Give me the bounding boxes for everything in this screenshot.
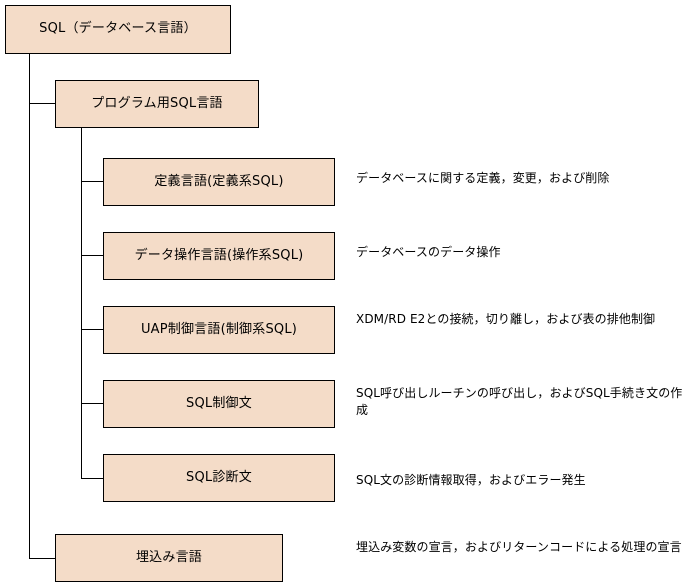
connector-root-to-embedded (29, 558, 56, 559)
connector-program-sql-trunk (81, 128, 82, 479)
node-sql-control-statement-label: SQL制御文 (186, 395, 252, 411)
node-sql-control-statement: SQL制御文 (103, 380, 335, 428)
node-sql-diagnostic-statement-label: SQL診断文 (186, 469, 252, 485)
description-embedded-language: 埋込み変数の宣言，およびリターンコードによる処理の宣言 (356, 540, 682, 554)
connector-root-trunk (29, 54, 30, 559)
description-sql-diagnostic-statement: SQL文の診断情報取得，およびエラー発生 (356, 473, 586, 487)
description-data-manipulation-language: データベースのデータ操作 (356, 245, 501, 259)
node-embedded-language: 埋込み言語 (55, 534, 283, 582)
node-sql-root-label: SQL（データベース言語） (39, 21, 197, 37)
node-program-sql-language: プログラム用SQL言語 (55, 80, 259, 128)
description-sql-control-statement: SQL呼び出しルーチンの呼び出し，およびSQL手続き文の作成 (356, 386, 683, 418)
node-uap-control-language: UAP制御言語(制御系SQL) (103, 306, 335, 354)
connector-to-data-manipulation-language (81, 255, 104, 256)
description-uap-control-language: XDM/RD E2との接続，切り離し，および表の排他制御 (356, 312, 656, 326)
node-sql-root: SQL（データベース言語） (5, 5, 231, 54)
node-uap-control-language-label: UAP制御言語(制御系SQL) (140, 321, 298, 337)
connector-to-sql-diagnostic-statement (81, 478, 104, 479)
node-definition-language: 定義言語(定義系SQL) (103, 158, 335, 206)
node-embedded-language-label: 埋込み言語 (135, 549, 202, 565)
node-sql-diagnostic-statement: SQL診断文 (103, 454, 335, 502)
connector-to-definition-language (81, 181, 104, 182)
node-program-sql-language-label: プログラム用SQL言語 (91, 95, 223, 111)
connector-to-uap-control-language (81, 329, 104, 330)
node-data-manipulation-language: データ操作言語(操作系SQL) (103, 232, 335, 280)
description-definition-language: データベースに関する定義，変更，および削除 (356, 171, 610, 185)
node-definition-language-label: 定義言語(定義系SQL) (154, 173, 284, 189)
connector-root-to-program-sql (29, 103, 56, 104)
connector-to-sql-control-statement (81, 403, 104, 404)
node-data-manipulation-language-label: データ操作言語(操作系SQL) (134, 247, 304, 263)
